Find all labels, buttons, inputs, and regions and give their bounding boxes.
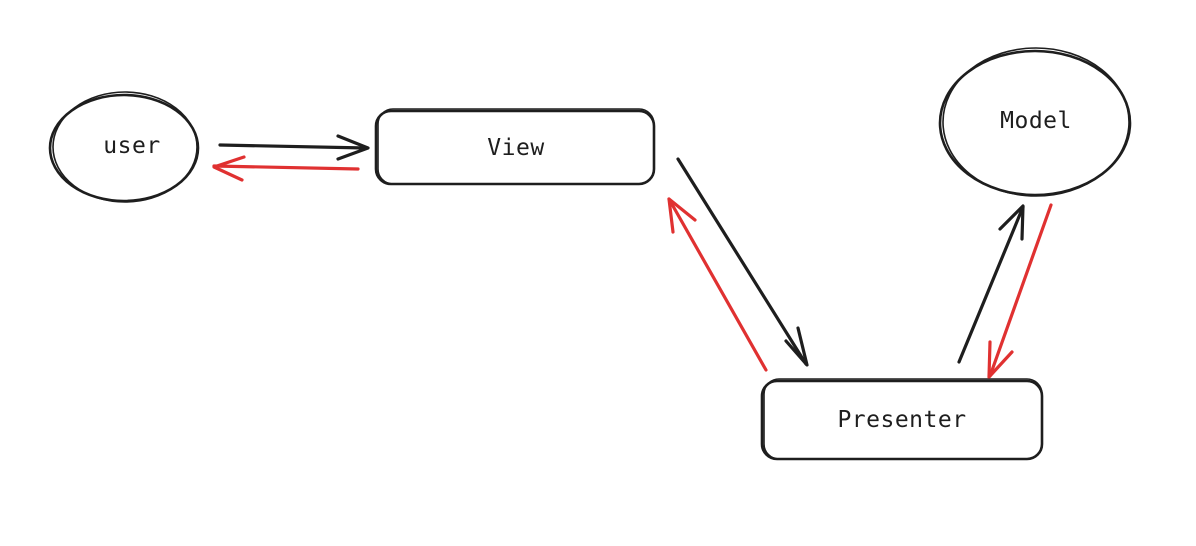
edge-presenter-to-model-arrowhead bbox=[998, 204, 1025, 241]
edge-view-to-user[interactable] bbox=[212, 155, 360, 182]
node-view[interactable]: View bbox=[374, 108, 656, 186]
edge-view-to-presenter-line bbox=[676, 157, 808, 366]
node-user-shape bbox=[48, 93, 200, 203]
edge-view-to-user-line bbox=[212, 164, 360, 171]
edge-model-to-presenter-line bbox=[988, 203, 1053, 378]
node-presenter[interactable]: Presenter bbox=[760, 378, 1044, 461]
edge-model-to-presenter[interactable] bbox=[987, 203, 1053, 379]
edge-view-to-user-arrowhead bbox=[212, 155, 246, 182]
edge-presenter-to-view[interactable] bbox=[667, 197, 768, 372]
edge-model-to-presenter-arrowhead bbox=[987, 340, 1014, 379]
edge-view-to-presenter-arrowhead bbox=[784, 326, 809, 367]
edge-presenter-to-view-line bbox=[667, 197, 768, 372]
edge-presenter-to-model-line bbox=[957, 205, 1025, 364]
node-model-shape-sketch bbox=[942, 47, 1130, 197]
edge-user-to-view-line bbox=[218, 143, 368, 150]
edge-user-to-view[interactable] bbox=[218, 134, 370, 161]
node-user-label: user bbox=[103, 133, 160, 159]
node-model[interactable]: Model bbox=[938, 47, 1132, 197]
node-view-shape-sketch bbox=[377, 108, 655, 185]
node-view-label: View bbox=[487, 135, 544, 161]
node-model-label: Model bbox=[1000, 108, 1072, 134]
edge-presenter-to-model[interactable] bbox=[957, 204, 1025, 364]
edge-user-to-view-arrowhead bbox=[336, 134, 370, 161]
node-user[interactable]: user bbox=[48, 91, 200, 203]
edge-presenter-to-view-arrowhead bbox=[667, 197, 697, 234]
node-model-shape bbox=[938, 49, 1132, 197]
node-user-shape-sketch bbox=[52, 91, 198, 203]
node-presenter-shape-sketch bbox=[763, 378, 1043, 460]
node-presenter-label: Presenter bbox=[837, 407, 966, 433]
edge-view-to-presenter[interactable] bbox=[676, 157, 809, 367]
